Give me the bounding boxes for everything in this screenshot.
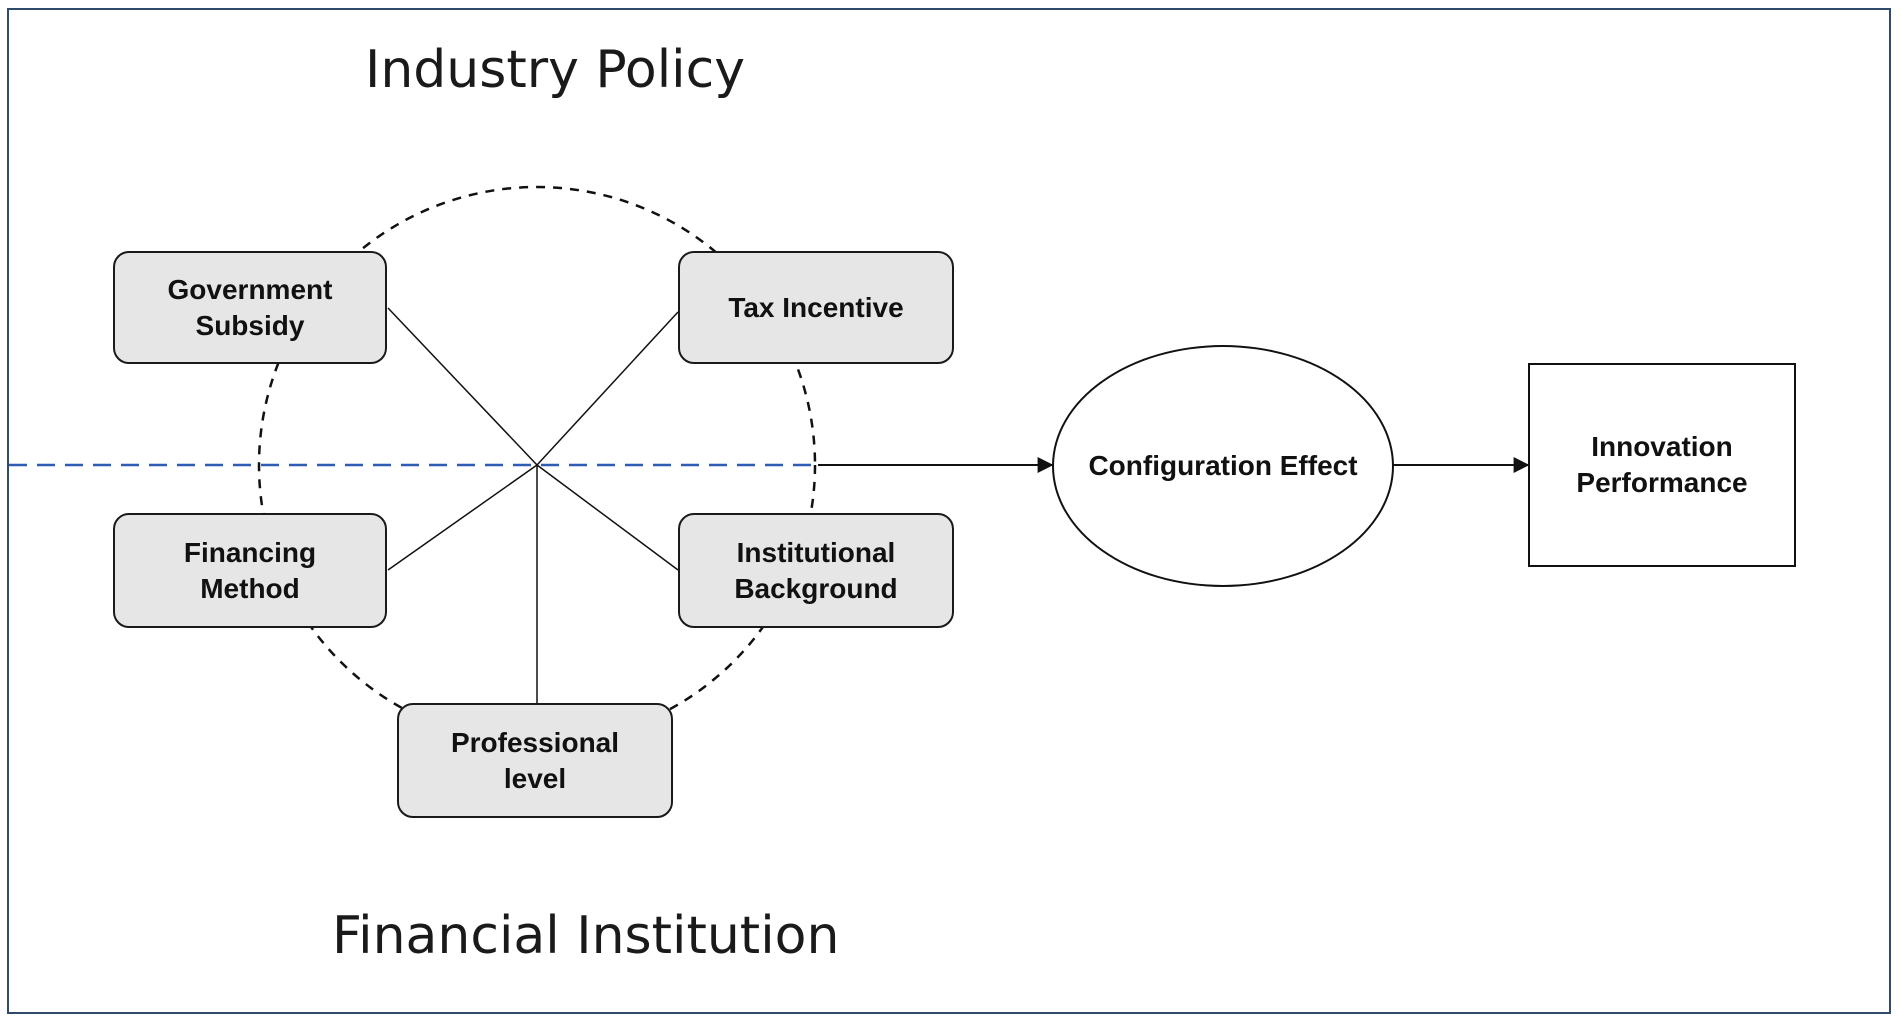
financial-institution-label: Financial Institution: [332, 906, 840, 966]
government-subsidy-node: Government Subsidy: [113, 251, 387, 364]
innovation-performance-line-1: Innovation: [1591, 431, 1733, 462]
innovation-performance-node: Innovation Performance: [1528, 363, 1796, 567]
financing-method-line-1: Financing: [183, 536, 317, 568]
financing-method-line-2: Method: [200, 572, 300, 604]
institutional-background-line-1: Institutional: [736, 536, 896, 568]
spoke-government-subsidy: [387, 307, 538, 466]
innovation-performance-line-2: Performance: [1576, 467, 1748, 498]
configuration-effect-node: Configuration Effect: [1052, 345, 1394, 587]
institutional-background-node: Institutional Background: [678, 513, 954, 628]
professional-level-line-1: Professional: [450, 726, 620, 758]
configuration-effect-line-2: Effect: [1279, 450, 1358, 481]
industry-policy-label: Industry Policy: [365, 40, 745, 100]
institutional-background-line-2: Background: [734, 572, 898, 604]
spoke-financing-method: [387, 464, 538, 571]
diagram-frame: [7, 8, 1891, 1014]
spoke-tax-incentive: [536, 311, 679, 466]
configuration-circle: [257, 185, 817, 745]
spoke-institutional-background: [536, 464, 679, 571]
tax-incentive-line-1: Tax Incentive: [728, 291, 904, 323]
tax-incentive-node: Tax Incentive: [678, 251, 954, 364]
professional-level-node: Professional level: [397, 703, 673, 818]
government-subsidy-line-2: Subsidy: [195, 309, 305, 341]
professional-level-line-2: level: [503, 762, 567, 794]
government-subsidy-line-1: Government: [167, 273, 333, 305]
configuration-effect-line-1: Configuration: [1088, 450, 1272, 481]
financing-method-node: Financing Method: [113, 513, 387, 628]
